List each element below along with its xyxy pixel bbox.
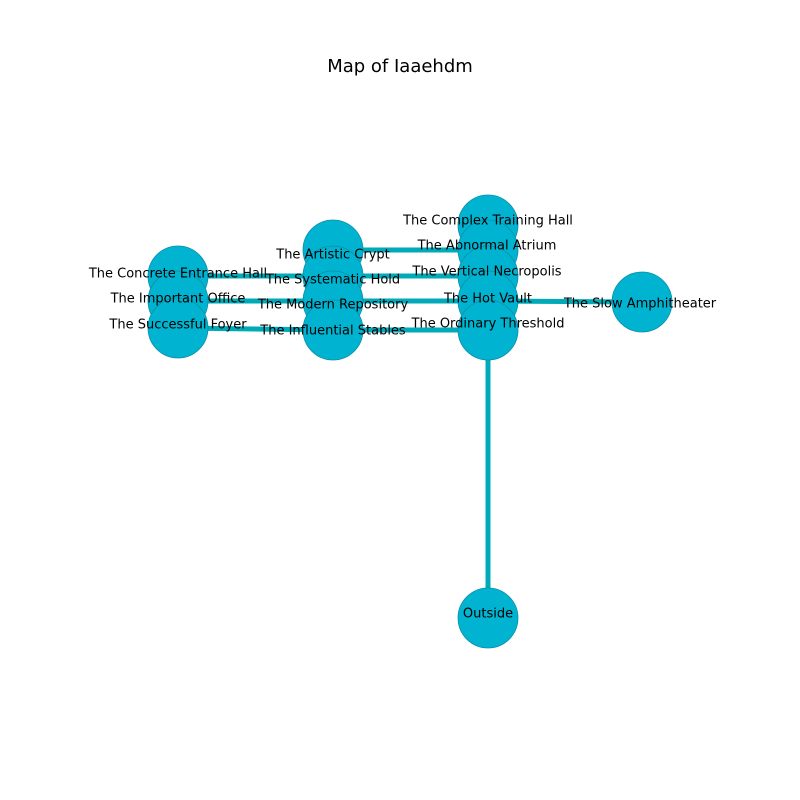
room-label-successful-foyer: The Successful Foyer xyxy=(108,318,247,333)
room-label-ordinary-threshold: The Ordinary Threshold xyxy=(411,317,565,332)
room-label-important-office: The Important Office xyxy=(110,292,246,307)
room-label-outside: Outside xyxy=(463,607,513,622)
room-label-complex-training-hall: The Complex Training Hall xyxy=(402,214,573,229)
room-label-modern-repository: The Modern Repository xyxy=(257,298,409,313)
room-node-ordinary-threshold xyxy=(457,299,519,361)
room-node-layer xyxy=(147,194,673,649)
map-title: Map of Iaaehdm xyxy=(327,56,473,77)
room-label-systematic-hold: The Systematic Hold xyxy=(265,273,400,288)
room-label-slow-amphitheater: The Slow Amphitheater xyxy=(563,297,717,312)
room-node-outside xyxy=(457,587,519,649)
room-label-vertical-necropolis: The Vertical Necropolis xyxy=(411,265,561,280)
room-label-abnormal-atrium: The Abnormal Atrium xyxy=(417,239,557,254)
room-label-artistic-crypt: The Artistic Crypt xyxy=(275,248,389,263)
room-node-successful-foyer xyxy=(147,297,209,359)
room-label-hot-vault: The Hot Vault xyxy=(443,292,532,307)
room-node-influential-stables xyxy=(302,299,364,361)
room-node-slow-amphitheater xyxy=(611,271,673,333)
room-label-influential-stables: The Influential Stables xyxy=(259,324,406,339)
room-label-concrete-entrance-hall: The Concrete Entrance Hall xyxy=(88,267,267,282)
